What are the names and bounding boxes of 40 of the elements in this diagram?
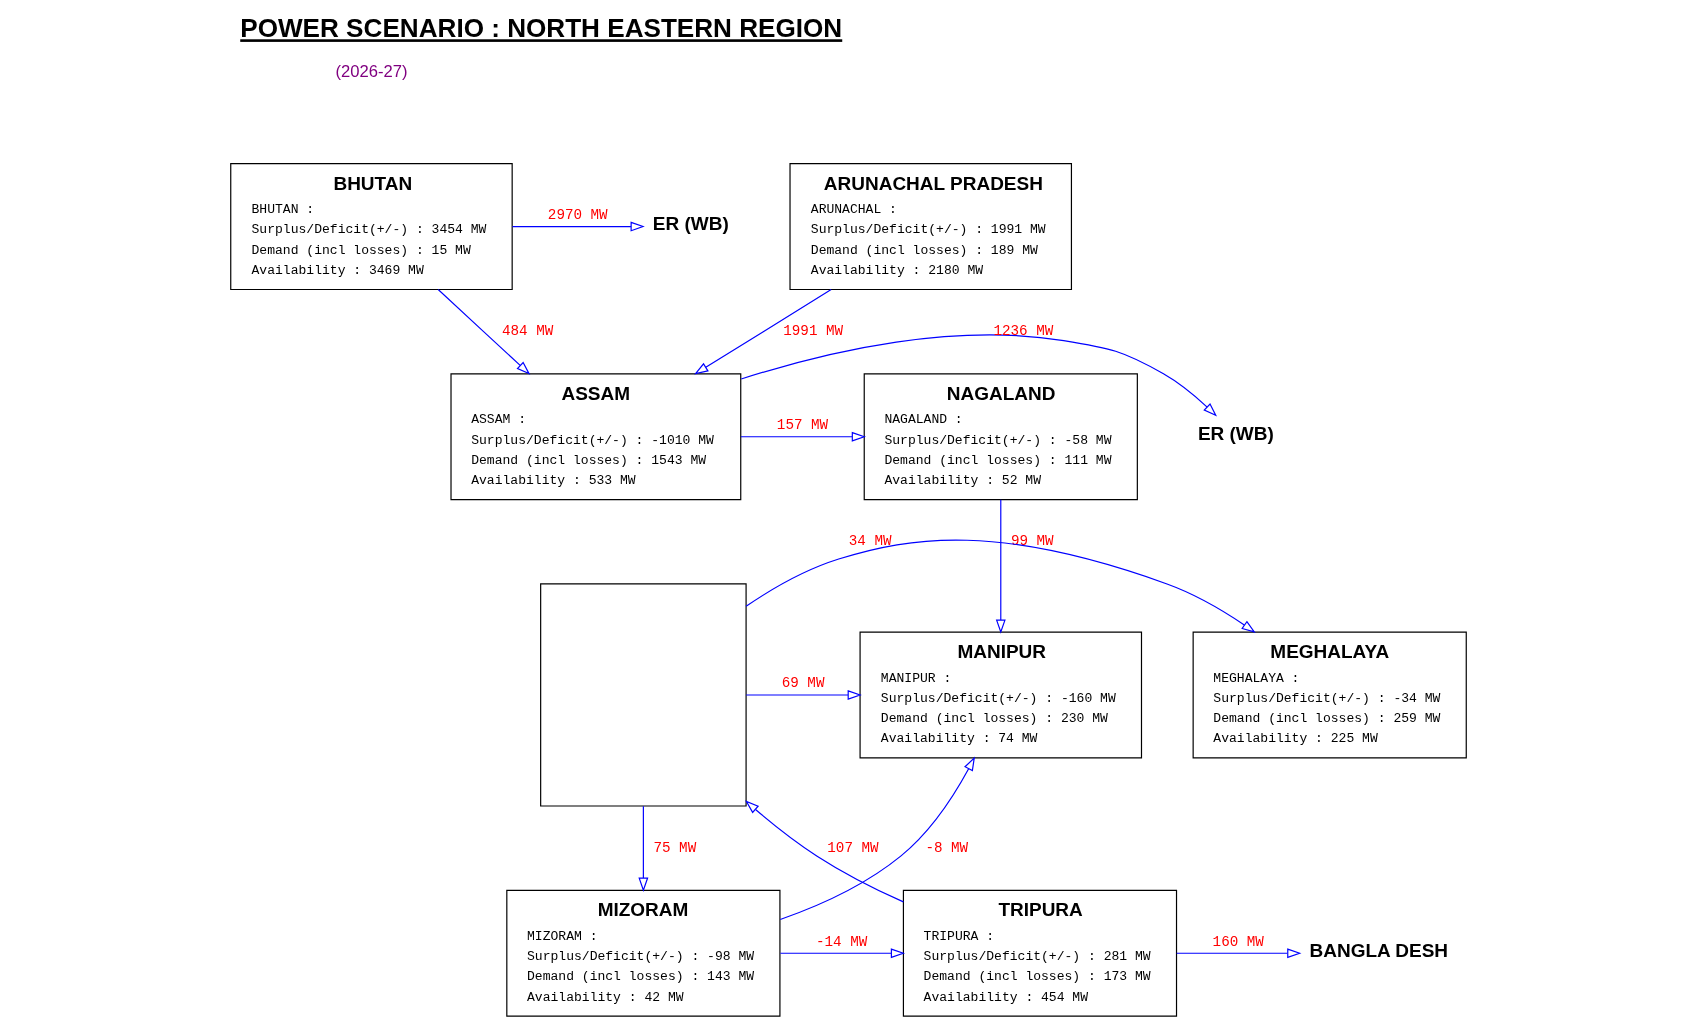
arrow: [1176, 948, 1302, 959]
arrow: [779, 756, 976, 921]
arrow: [694, 288, 832, 375]
arrow: [995, 499, 1006, 634]
node-box: MIZORAM MIZORAM : Surplus/Deficit(+/-) : -98 MW Demand (incl losses) : 143 MW Availability : 42 MW: [506, 889, 781, 1017]
edge-label: -8 MW: [925, 839, 969, 856]
node-text: BANGLA DESH: [1309, 939, 1449, 961]
arrow: [745, 690, 862, 700]
node-text: ER (WB): [652, 212, 729, 234]
arrow: [740, 431, 866, 442]
arrow: [740, 334, 1218, 417]
node-box: MANIPUR MANIPUR : Surplus/Deficit(+/-) : -160 MW Demand (incl losses) : 230 MW Availability : 74 MW: [859, 631, 1143, 759]
edge-label: 107 MW: [827, 839, 879, 856]
node-box: NAGALAND NAGALAND : Surplus/Deficit(+/-) : -58 MW Demand (incl losses) : 111 MW Availability : 52 MW: [863, 373, 1138, 501]
edge-label: 1236 MW: [993, 323, 1054, 340]
diagram-title: POWER SCENARIO : NORTH EASTERN REGION: [240, 13, 843, 44]
node-text: ER (WB): [1197, 423, 1274, 445]
edge-label: 75 MW: [653, 839, 697, 856]
edge-label: 484 MW: [501, 323, 554, 340]
edge-label: 1991 MW: [783, 323, 844, 340]
edge-label: 2970 MW: [547, 206, 608, 223]
node-box: BHUTAN BHUTAN : Surplus/Deficit(+/-) : 3454 MW Demand (incl losses) : 15 MW Availability : 3469 MW: [230, 163, 513, 291]
node-box: TRIPURA TRIPURA : Surplus/Deficit(+/-) : 281 MW Demand (incl losses) : 173 MW Availability : 454 MW: [902, 889, 1178, 1017]
edge-label: 99 MW: [1010, 533, 1054, 550]
node-box: ARUNACHAL PRADESH ARUNACHAL : Surplus/Deficit(+/-) : 1991 MW Demand (incl losses) : 189 MW Availability : 2180 MW: [789, 163, 1073, 291]
edge-label: 34 MW: [848, 533, 892, 550]
node-box: MEGHALAYA MEGHALAYA : Surplus/Deficit(+/-) : -34 MW Demand (incl losses) : 259 MW Availability : 225 MW: [1192, 631, 1467, 759]
arrow: [779, 948, 906, 959]
arrow: [511, 221, 645, 232]
arrow: [638, 805, 649, 892]
edge-label: -14 MW: [816, 933, 868, 950]
arrow: [437, 288, 531, 375]
edge-label: 69 MW: [781, 675, 825, 692]
edge-label: 160 MW: [1212, 933, 1264, 950]
arrow: [745, 539, 1256, 633]
label: (2026-27): [335, 61, 408, 81]
node-box: ASSAM ASSAM : Surplus/Deficit(+/-) : -1010 MW Demand (incl losses) : 1543 MW Availability : 533 MW: [450, 373, 742, 501]
arrow: [745, 800, 904, 903]
node-box: [540, 583, 747, 807]
edge-label: 157 MW: [776, 417, 829, 434]
